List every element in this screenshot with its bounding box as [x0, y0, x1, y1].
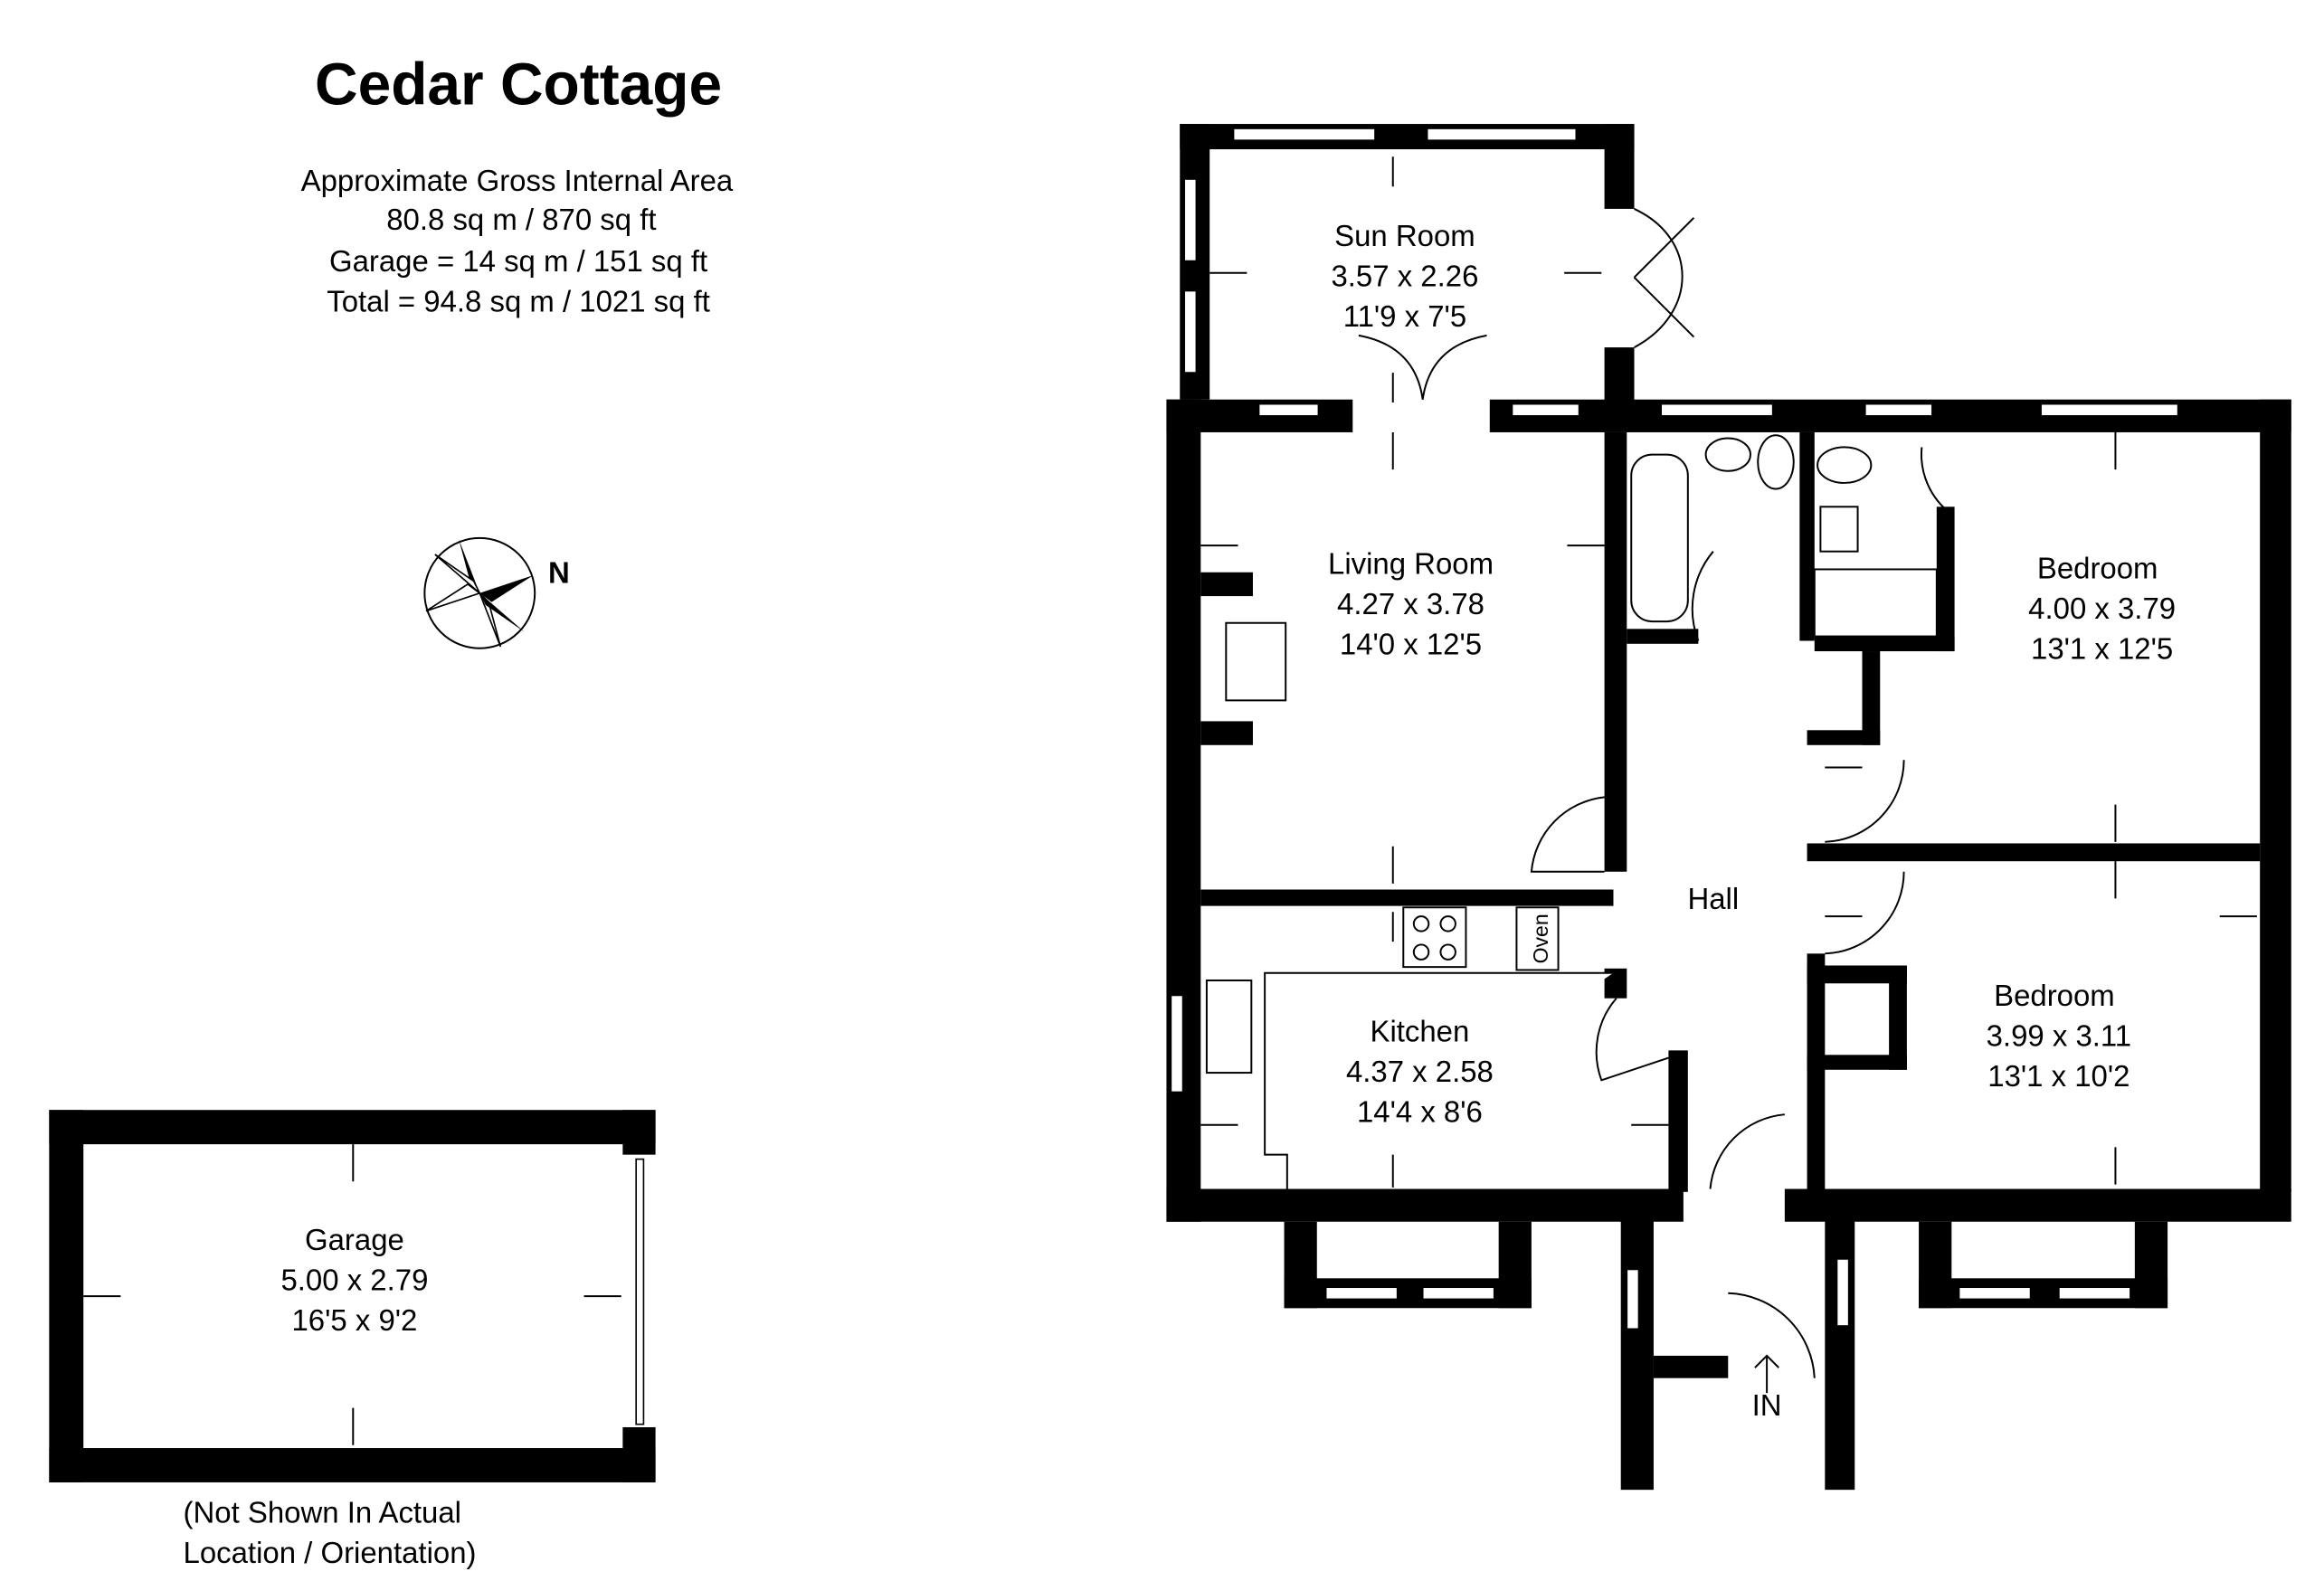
room-metric: 3.99 x 3.11 [1987, 1018, 2131, 1052]
doors[interactable] [1358, 208, 1952, 1378]
compass-icon [423, 536, 536, 649]
room-imperial: 14'0 x 12'5 [1340, 627, 1482, 660]
room-imperial: 13'1 x 10'2 [1987, 1059, 2130, 1093]
room-bedroom-2: Bedroom 3.99 x 3.11 13'1 x 10'2 [1987, 979, 2131, 1093]
windows [1170, 128, 2179, 1330]
area-main: 80.8 sq m / 870 sq ft [386, 203, 656, 236]
room-living-room: Living Room 4.27 x 3.78 14'0 x 12'5 [1328, 546, 1494, 660]
room-name: Bedroom [2037, 551, 2158, 584]
room-name: Kitchen [1370, 1014, 1469, 1047]
area-garage: Garage = 14 sq m / 151 sq ft [329, 244, 707, 278]
garage-note-line-1: (Not Shown In Actual [184, 1495, 461, 1529]
hob-icon [1402, 906, 1467, 969]
basin-icon [1819, 506, 1859, 553]
room-imperial: 16'5 x 9'2 [291, 1303, 417, 1337]
oven-icon [1515, 906, 1560, 971]
room-metric: 5.00 x 2.79 [280, 1263, 428, 1296]
entrance-label: IN [1752, 1388, 1782, 1422]
garage-walls [49, 1110, 656, 1482]
fixtures [1205, 434, 1938, 1189]
bathtub-icon [1630, 453, 1689, 623]
room-garage: Garage 5.00 x 2.79 16'5 x 9'2 [280, 1223, 428, 1337]
area-heading: Approximate Gross Internal Area [301, 164, 734, 197]
area-total: Total = 94.8 sq m / 1021 sq ft [327, 285, 710, 318]
shower-icon [1813, 568, 1938, 638]
room-metric: 3.57 x 2.26 [1331, 260, 1478, 293]
oven-label: Oven [1529, 914, 1552, 963]
room-imperial: 13'1 x 12'5 [2031, 631, 2173, 665]
room-imperial: 14'4 x 8'6 [1357, 1094, 1483, 1128]
toilet-icon [1817, 446, 1873, 484]
garage-note-line-2: Location / Orientation) [184, 1536, 477, 1569]
room-metric: 4.37 x 2.58 [1346, 1055, 1494, 1088]
room-name: Garage [305, 1223, 404, 1256]
basin-icon [1704, 437, 1751, 472]
sink-icon [1205, 979, 1253, 1075]
walls [1166, 124, 2291, 1491]
room-kitchen: Kitchen 4.37 x 2.58 14'4 x 8'6 [1346, 1014, 1494, 1128]
property-title: Cedar Cottage [315, 51, 722, 118]
room-metric: 4.00 x 3.79 [2028, 592, 2176, 625]
room-bedroom-1: Bedroom 4.00 x 3.79 13'1 x 12'5 [2028, 551, 2176, 665]
compass-north-label: N [548, 555, 570, 589]
entrance-arrow-icon [1754, 1354, 1779, 1394]
toilet-icon [1757, 434, 1795, 490]
dimension-arrows [1200, 156, 2257, 1188]
room-metric: 4.27 x 3.78 [1337, 587, 1485, 620]
room-imperial: 11'9 x 7'5 [1343, 299, 1466, 333]
room-name: Bedroom [1994, 979, 2115, 1012]
room-name: Living Room [1328, 546, 1494, 580]
room-sun-room: Sun Room 3.57 x 2.26 11'9 x 7'5 [1331, 219, 1478, 333]
room-name: Sun Room [1334, 219, 1475, 252]
room-hall: Hall [1687, 882, 1739, 915]
